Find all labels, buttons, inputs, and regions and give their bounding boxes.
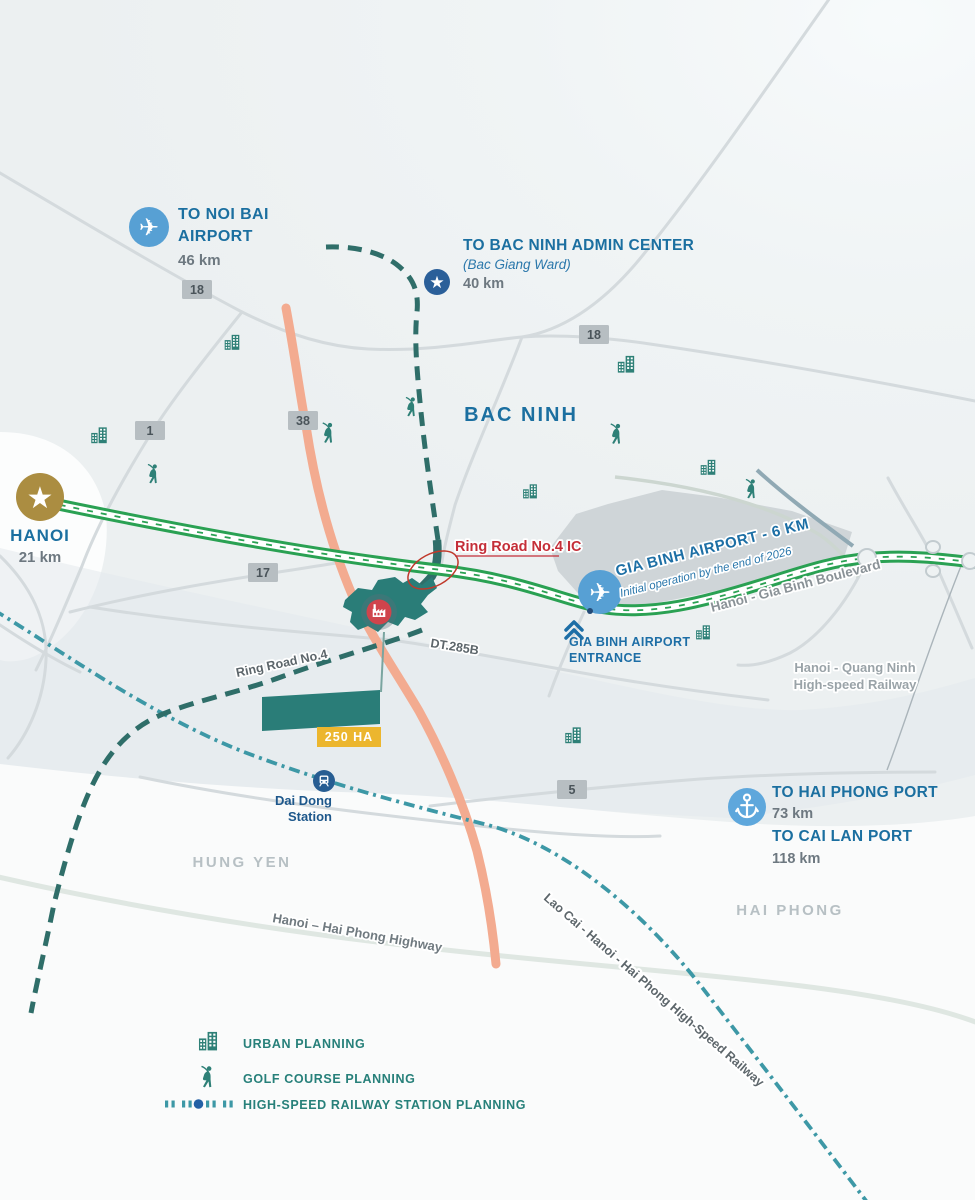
hai-phong-highway-line — [0, 874, 975, 1025]
project-site-polygon — [343, 577, 437, 632]
hsr-station-sample-icon — [165, 1099, 233, 1109]
route-shield: 17 — [248, 563, 278, 582]
site-area-badge-label: 250 HA — [325, 730, 373, 744]
bac-ninh-admin-marker: ★ TO BAC NINH ADMIN CENTER (Bac Giang Wa… — [424, 237, 694, 295]
legend-golf-planning-label: GOLF COURSE PLANNING — [243, 1072, 415, 1086]
route-shield: 18 — [182, 280, 212, 299]
chevron-up-icon — [564, 620, 584, 640]
route-shield-label: 1 — [147, 424, 154, 438]
route-shield-label: 17 — [256, 566, 270, 580]
ring-road-ic-label: Ring Road No.4 IC — [455, 539, 582, 555]
airport-area-polygon — [550, 490, 852, 609]
hanoi-title: HANOI — [10, 526, 70, 545]
noi-bai-title-line1: TO NOI BAI — [178, 206, 269, 223]
legend-hsr-station-label: HIGH-SPEED RAILWAY STATION PLANNING — [243, 1098, 526, 1112]
ring-road-ic-ellipse — [407, 550, 459, 590]
airplane-icon: ✈ — [139, 215, 159, 242]
route-shield: 5 — [557, 780, 587, 799]
route-shield-label: 18 — [190, 283, 204, 297]
project-site-marker — [361, 594, 397, 630]
star-icon: ★ — [27, 482, 54, 515]
route-shield-label: 5 — [569, 783, 576, 797]
bac-ninh-admin-title: TO BAC NINH ADMIN CENTER — [463, 237, 694, 254]
star-icon: ★ — [429, 273, 444, 292]
hanoi-marker: ★ HANOI 21 km — [10, 473, 70, 566]
region-south — [0, 764, 975, 1200]
noi-bai-airport-marker: ✈ TO NOI BAI AIRPORT 46 km — [129, 206, 269, 269]
route-shield: 1 — [135, 421, 165, 440]
region-label-hung-yen: HUNG YEN — [193, 854, 292, 871]
legend: URBAN PLANNING GOLF COURSE PLANNING HIGH… — [165, 1031, 526, 1112]
background-gradient — [0, 0, 975, 700]
quang-ninh-railway-label-line1: Hanoi - Quang Ninh — [794, 660, 915, 675]
route-shield: 38 — [288, 411, 318, 430]
dai-dong-station-marker: Dai Dong Station — [275, 770, 335, 824]
route-shield-label: 18 — [587, 328, 601, 342]
cai-lan-port-title: TO CAI LAN PORT — [772, 828, 913, 845]
airport-entrance-line2: ENTRANCE — [569, 651, 642, 665]
region-label-bac-ninh: BAC NINH — [464, 404, 578, 426]
lao-cai-hsr-railway-line — [0, 611, 868, 1200]
site-area-badge: 250 HA — [317, 727, 381, 747]
quang-ninh-railway-label-line2: High-speed Railway — [794, 677, 918, 692]
entrance-dot — [587, 608, 593, 614]
airport-entrance-marker: GIA BINH AIRPORT ENTRANCE — [564, 608, 690, 665]
hanoi-distance: 21 km — [19, 549, 62, 566]
site-connector-line — [380, 631, 385, 693]
cai-lan-port-distance: 118 km — [772, 851, 820, 867]
route-shield: 18 — [579, 325, 609, 344]
region-mid-band — [0, 548, 975, 818]
dai-dong-station-line2: Station — [288, 809, 332, 824]
route-shields: 18 1 38 17 18 5 — [135, 280, 609, 799]
ring-road-ic-label-group: Ring Road No.4 IC — [453, 537, 584, 557]
route-shield-label: 38 — [296, 414, 310, 428]
noi-bai-title-line2: AIRPORT — [178, 228, 253, 245]
legend-urban-planning-label: URBAN PLANNING — [243, 1037, 365, 1051]
ports-marker: TO HAI PHONG PORT 73 km TO CAI LAN PORT … — [728, 784, 938, 867]
airport-entrance-line1: GIA BINH AIRPORT — [569, 635, 690, 649]
site-250ha-parcel — [262, 690, 380, 731]
hai-phong-port-title: TO HAI PHONG PORT — [772, 784, 938, 801]
bac-ninh-admin-subtitle: (Bac Giang Ward) — [463, 257, 571, 272]
airplane-icon: ✈ — [589, 577, 611, 607]
connector-road — [755, 468, 855, 548]
dai-dong-station-line1: Dai Dong — [275, 793, 332, 808]
interchange-roundabouts — [857, 540, 975, 578]
noi-bai-distance: 46 km — [178, 252, 221, 269]
bac-ninh-admin-distance: 40 km — [463, 276, 504, 292]
quang-ninh-railway-line — [886, 565, 962, 771]
hai-phong-port-distance: 73 km — [772, 806, 813, 822]
region-label-hai-phong: HAI PHONG — [736, 902, 844, 919]
